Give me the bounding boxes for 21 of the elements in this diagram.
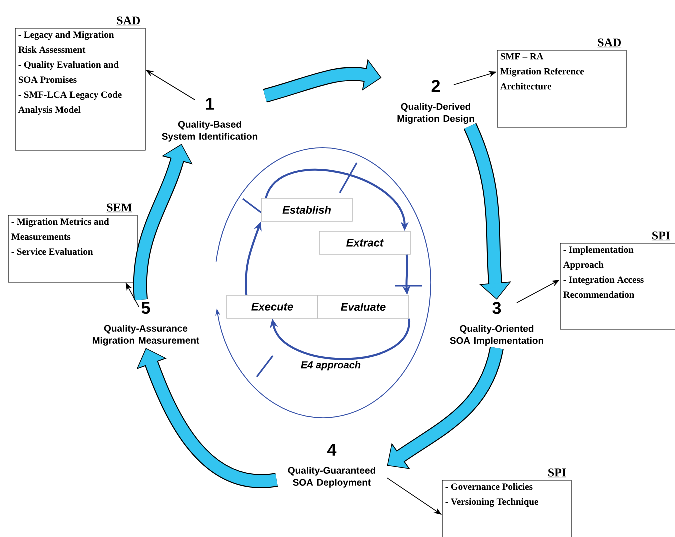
phase-label: 5 Quality-Assurance Migration Measurement <box>92 302 200 346</box>
node-label: SAD <box>117 16 140 25</box>
step-box: Execute <box>226 295 318 319</box>
node-label: E4 approach <box>301 361 361 371</box>
node-label: SPI <box>548 468 566 477</box>
step-box: Extract <box>319 231 411 255</box>
arrow <box>270 318 410 360</box>
note-box: SMF – RA Migration Reference Architecture SAD <box>497 38 627 128</box>
phase-label: 4 Quality-Guaranteed SOA Deployment <box>288 444 376 488</box>
node-label: SAD <box>598 38 622 47</box>
phase-label: 1 Quality-Based System Identification <box>162 98 258 142</box>
node-label: SEM <box>107 204 132 212</box>
phase-label: 2 Quality-Derived Migration Design <box>398 80 474 124</box>
step-box: Establish <box>261 198 353 222</box>
node-label: SPI <box>652 232 670 240</box>
note-box: - Migration Metrics and Measurements - Service Evaluation SEM <box>8 204 138 283</box>
note-box: - Legacy and Migration Risk Assessment - Quality Evaluation and SOA Promises - SMF-LCA Legacy Code Analysis Model SAD <box>15 16 146 151</box>
step-box: Evaluate <box>318 295 410 319</box>
phase-label: 3 Quality-Oriented SOA Implementation <box>450 302 544 346</box>
note-box: - Implementation Approach - Integration Access Recommendation SPI <box>560 232 675 330</box>
note-box: - Governance Policies - Versioning Technique SPI <box>442 468 572 537</box>
